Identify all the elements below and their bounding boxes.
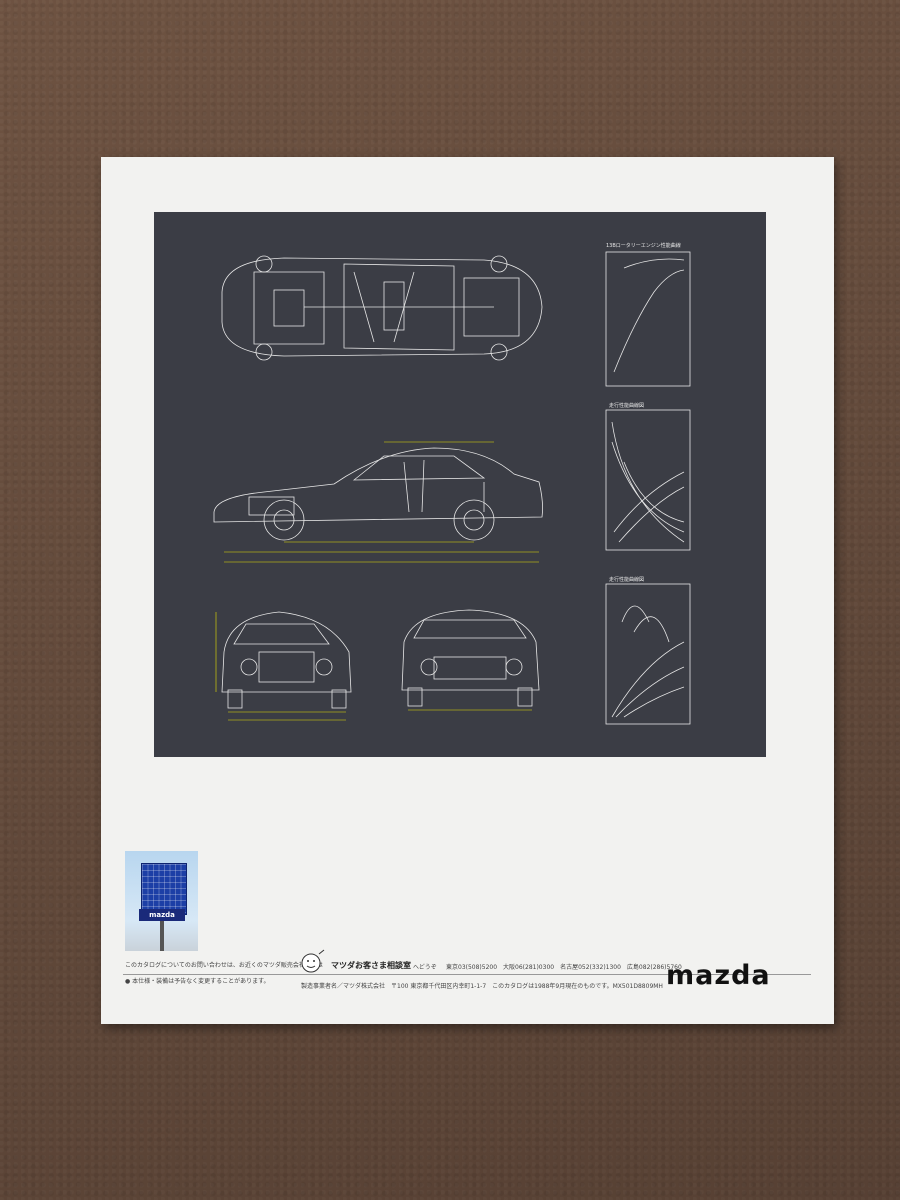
spec-notice: ● 本仕様・装備は予告なく変更することがあります。 (125, 978, 270, 985)
mascot-icon (301, 949, 325, 973)
footer-divider (123, 974, 811, 975)
inquiry-text: このカタログについてのお問い合わせは、お近くのマツダ販売会社または (125, 962, 323, 969)
blueprint-drawings (213, 251, 691, 725)
sign-board (141, 863, 187, 915)
consult-suffix: へどうぞ (413, 964, 437, 971)
consult-label: マツダお客さま相談室 (331, 961, 411, 970)
side-view-drawing (213, 447, 543, 541)
driving-performance-chart-1 (605, 409, 691, 551)
driving-chart-title-2: 走行性能曲線図 (609, 577, 645, 583)
engine-performance-chart (605, 251, 691, 387)
sign-pole (160, 921, 164, 951)
dealer-sign-photo: mazda (125, 851, 198, 951)
rear-view-drawing (401, 609, 540, 707)
spec-panel: 13Bロータリーエンジン性能曲線 走行性能曲線図 走行性能曲線図 (154, 212, 766, 757)
dimension-lines (215, 441, 539, 721)
driving-chart-title-1: 走行性能曲線図 (609, 403, 645, 409)
mazda-logo: mazda (666, 960, 771, 991)
sign-text: mazda (139, 909, 185, 921)
catalog-back-cover: 13Bロータリーエンジン性能曲線 走行性能曲線図 走行性能曲線図 mazda こ… (101, 157, 834, 1024)
phone-numbers: 東京03(508)5200 大阪06(281)0300 名古屋052(332)1… (446, 964, 682, 971)
top-view-drawing (221, 255, 543, 361)
driving-performance-chart-2 (605, 583, 691, 725)
maker-info: 製造事業者名／マツダ株式会社 〒100 東京都千代田区内幸町1-1-7 このカタ… (301, 983, 663, 990)
front-view-drawing (221, 611, 352, 709)
engine-chart-title: 13Bロータリーエンジン性能曲線 (606, 243, 681, 249)
